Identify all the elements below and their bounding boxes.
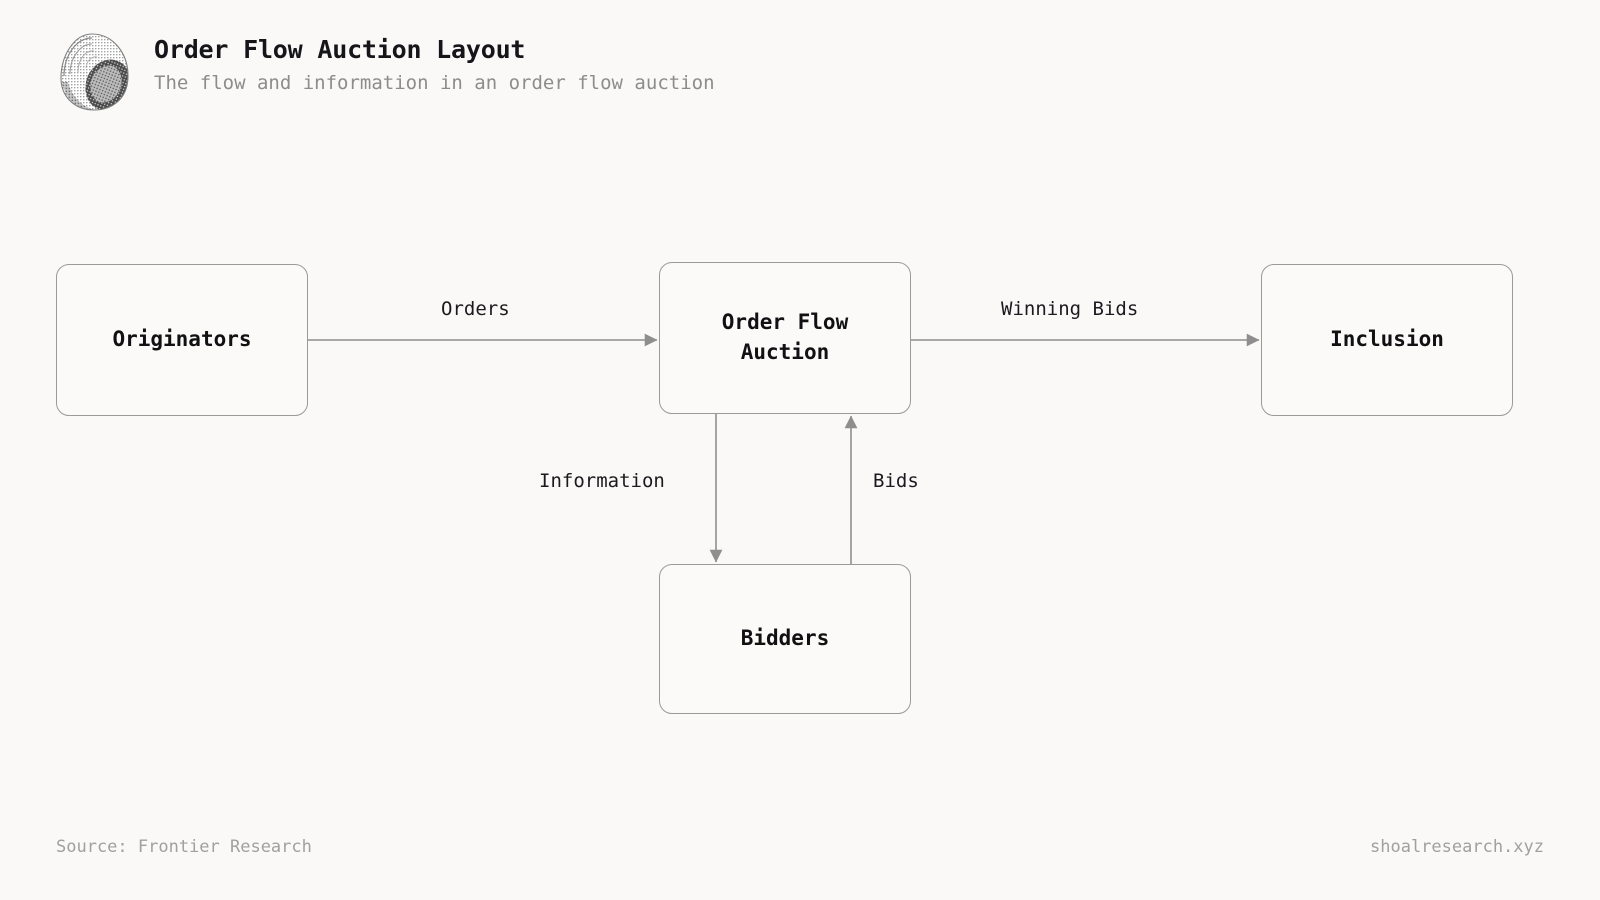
header: Order Flow Auction Layout The flow and i…	[56, 28, 715, 114]
edge-label-information: Information	[539, 470, 665, 492]
header-text-block: Order Flow Auction Layout The flow and i…	[154, 28, 715, 98]
node-originators[interactable]: Originators	[56, 264, 308, 416]
page-title: Order Flow Auction Layout	[154, 35, 526, 64]
shell-logo-icon	[60, 33, 129, 111]
edge-label-bids: Bids	[873, 470, 919, 492]
footer-site-link[interactable]: shoalresearch.xyz	[1370, 837, 1544, 857]
page-subtitle: The flow and information in an order flo…	[154, 72, 715, 95]
node-bidders[interactable]: Bidders	[659, 564, 911, 714]
edge-label-orders: Orders	[441, 298, 510, 320]
node-order-flow-auction[interactable]: Order Flow Auction	[659, 262, 911, 414]
footer-source: Source: Frontier Research	[56, 837, 312, 857]
node-inclusion[interactable]: Inclusion	[1261, 264, 1513, 416]
edge-label-winning-bids: Winning Bids	[1001, 298, 1139, 320]
